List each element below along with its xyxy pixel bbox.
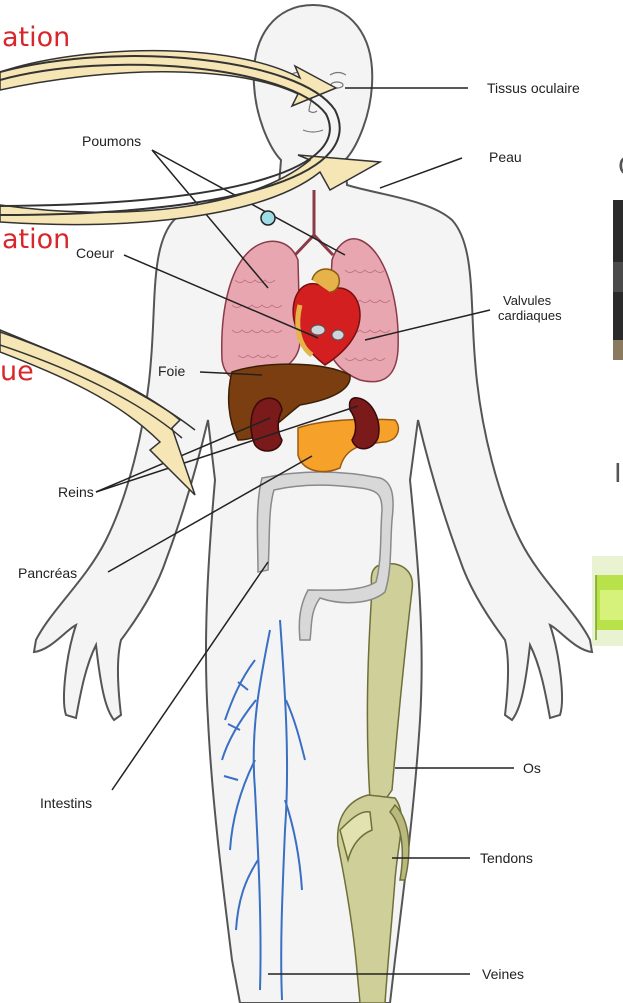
label-intestines: Intestins <box>40 795 92 811</box>
marker-circle <box>261 211 275 225</box>
label-pancreas: Pancréas <box>18 565 77 581</box>
label-kidneys: Reins <box>58 484 94 500</box>
red-text-middle: ation <box>2 224 70 255</box>
red-text-lower: ue <box>0 356 34 387</box>
label-valves-1: Valvules <box>503 293 552 308</box>
cut-letter-mid: I <box>614 459 622 489</box>
label-skin: Peau <box>489 149 522 165</box>
red-text-top: ation <box>2 22 70 53</box>
label-lungs: Poumons <box>82 133 141 149</box>
label-heart: Coeur <box>76 245 114 261</box>
label-eye-tissue: Tissus oculaire <box>487 80 580 96</box>
cut-letter-top: C <box>618 152 623 182</box>
label-bone: Os <box>523 760 541 776</box>
label-liver: Foie <box>158 363 185 379</box>
label-valves-2: cardiaques <box>498 308 562 323</box>
photo-crop-beaker <box>592 556 623 646</box>
photo-crop-top <box>613 200 623 360</box>
label-veins: Veines <box>482 966 524 982</box>
label-tendons: Tendons <box>480 850 533 866</box>
